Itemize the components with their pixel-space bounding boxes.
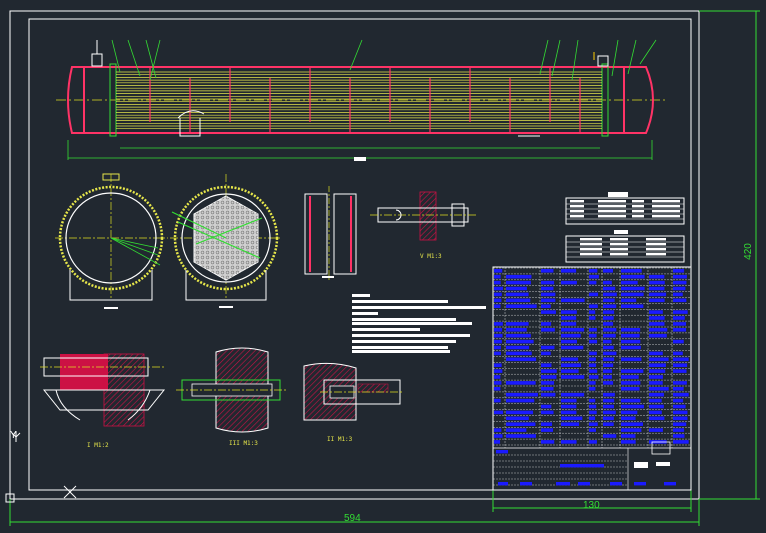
parts-list-title-block[interactable] [492, 266, 692, 491]
title-block-width-dimension: 130 [583, 500, 600, 511]
detail-ii-view[interactable] [303, 362, 404, 421]
label-section-ii: II M1:3 [327, 436, 353, 443]
sheet-dimension-lines [9, 10, 760, 526]
baffle-plates [149, 67, 581, 133]
saddle-support-left [177, 110, 205, 137]
label-section-v: V M1:3 [420, 253, 442, 260]
detail-iii-view[interactable] [176, 347, 286, 433]
sheet-frame [9, 10, 700, 500]
nozzle-table [565, 230, 685, 263]
ucs-y-label: Y [10, 430, 17, 441]
detail-i-view[interactable] [40, 353, 166, 427]
exchanger-elevation-view[interactable] [56, 39, 668, 161]
detail-v-view[interactable] [370, 191, 476, 241]
nozzle-top-left[interactable] [91, 40, 103, 67]
origin-square-icon [5, 493, 15, 503]
ucs-y-axis-icon [11, 431, 21, 442]
crosshair-x-icon [63, 485, 77, 499]
shell-cross-section-view[interactable] [55, 173, 168, 309]
tube-bundle [116, 71, 602, 130]
sheet-width-dimension: 594 [344, 513, 361, 524]
label-section-i: I M1:2 [87, 442, 109, 449]
center-marker [354, 157, 366, 161]
technical-notes-block [352, 294, 486, 353]
tubesheet-cross-section-view[interactable] [170, 174, 282, 308]
sheet-height-dimension: 420 [742, 243, 754, 260]
design-data-table [565, 192, 685, 225]
baffle-side-view[interactable] [304, 186, 357, 280]
leader-lines [111, 39, 657, 81]
label-section-iii: III M1:3 [229, 440, 258, 447]
nozzle-top-right[interactable] [593, 52, 609, 67]
